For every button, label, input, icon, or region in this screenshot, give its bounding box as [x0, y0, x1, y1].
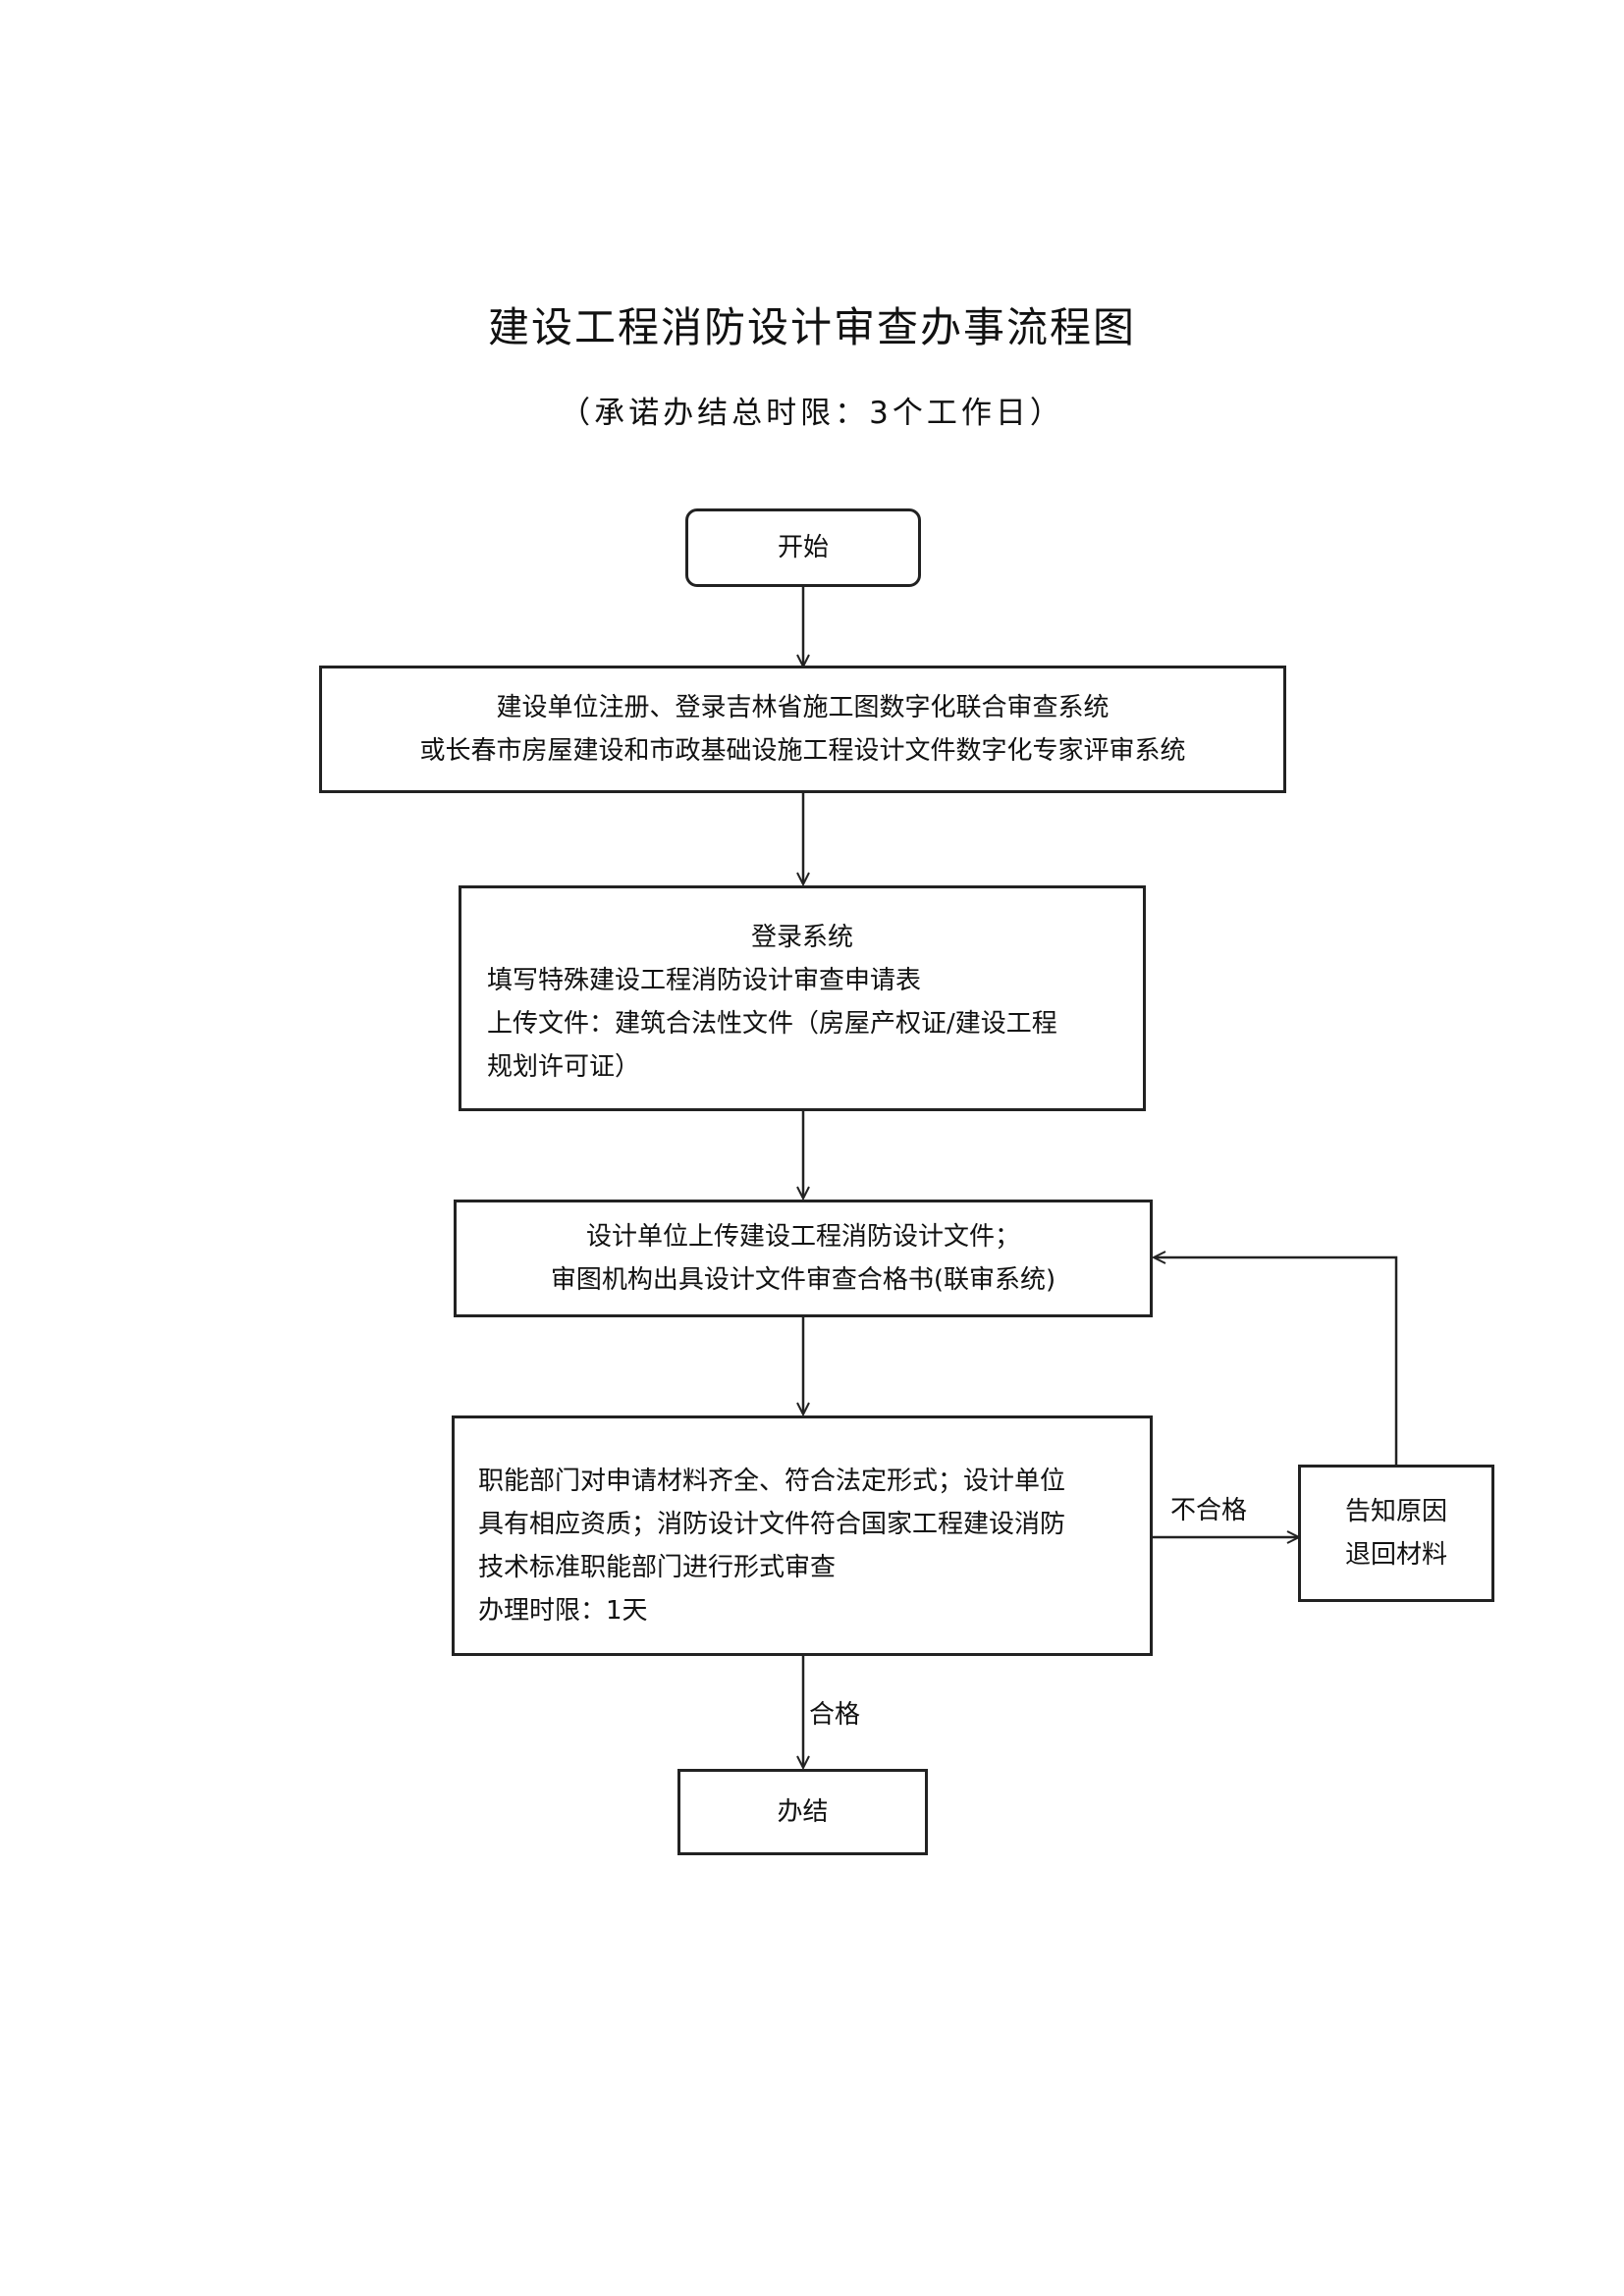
login-heading: 登录系统: [750, 923, 853, 952]
start-label: 开始: [777, 533, 829, 562]
end-node: 办结: [677, 1769, 928, 1855]
edge-label-fail: 不合格: [1170, 1496, 1248, 1525]
login-line-3: 规划许可证）: [487, 1052, 641, 1082]
review-line-4: 办理时限：1天: [478, 1596, 648, 1626]
review-line-1: 职能部门对申请材料齐全、符合法定形式；设计单位: [478, 1467, 1066, 1496]
reject-node: 告知原因 退回材料: [1298, 1465, 1494, 1602]
arrow-reject-to-upload: [1155, 1257, 1398, 1465]
register-node: 建设单位注册、登录吉林省施工图数字化联合审查系统 或长春市房屋建设和市政基础设施…: [319, 666, 1286, 793]
page-subtitle: （承诺办结总时限：3个工作日）: [560, 396, 1064, 431]
register-line-2: 或长春市房屋建设和市政基础设施工程设计文件数字化专家评审系统: [419, 736, 1186, 766]
page-title: 建设工程消防设计审查办事流程图: [487, 303, 1136, 351]
review-node: 职能部门对申请材料齐全、符合法定形式；设计单位 具有相应资质；消防设计文件符合国…: [452, 1415, 1153, 1656]
end-label: 办结: [777, 1797, 829, 1827]
start-node: 开始: [685, 508, 921, 587]
register-line-1: 建设单位注册、登录吉林省施工图数字化联合审查系统: [496, 693, 1110, 722]
reject-line-1: 告知原因: [1344, 1497, 1447, 1526]
login-node: 登录系统 填写特殊建设工程消防设计审查申请表 上传文件：建筑合法性文件（房屋产权…: [459, 885, 1146, 1111]
login-line-1: 填写特殊建设工程消防设计审查申请表: [487, 966, 922, 995]
upload-line-1: 设计单位上传建设工程消防设计文件；: [585, 1222, 1020, 1252]
upload-node: 设计单位上传建设工程消防设计文件； 审图机构出具设计文件审查合格书(联审系统): [454, 1200, 1153, 1317]
review-line-3: 技术标准职能部门进行形式审查: [478, 1553, 837, 1582]
reject-line-2: 退回材料: [1344, 1540, 1447, 1570]
login-line-2: 上传文件：建筑合法性文件（房屋产权证/建设工程: [487, 1009, 1057, 1039]
upload-line-2: 审图机构出具设计文件审查合格书(联审系统): [550, 1265, 1056, 1295]
edge-label-pass: 合格: [809, 1700, 861, 1730]
review-line-2: 具有相应资质；消防设计文件符合国家工程建设消防: [478, 1510, 1066, 1539]
